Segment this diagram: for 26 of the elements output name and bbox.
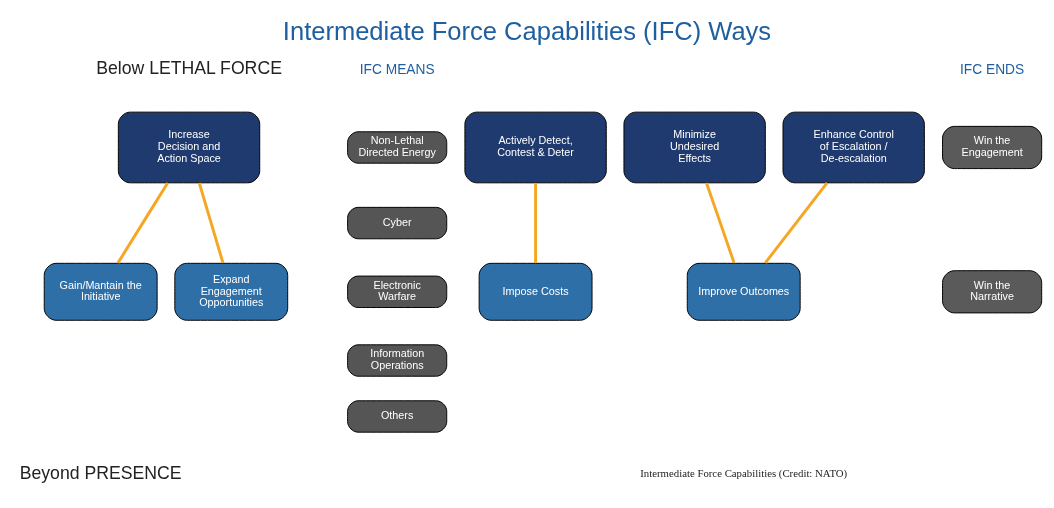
label: IFC ENDS <box>960 61 1025 77</box>
node-box: Actively Detect, Contest & Deter <box>464 111 607 184</box>
node-box: Others <box>347 400 448 433</box>
node-box: Increase Decision and Action Space <box>117 111 261 184</box>
connector <box>705 182 736 264</box>
node-box: Improve Outcomes <box>686 262 801 321</box>
caption: Intermediate Force Capabilities (Credit: NATO) <box>640 467 848 480</box>
node-box: Gain/Mantain the Initiative <box>43 262 158 321</box>
connector <box>197 182 225 264</box>
label: Below LETHAL FORCE <box>96 58 282 79</box>
connector <box>764 182 829 264</box>
node-box: Expand Engagement Opportunities <box>174 262 289 321</box>
node-box: Cyber <box>347 206 448 240</box>
node-box: Impose Costs <box>478 262 593 321</box>
node-box: Enhance Control of Escalation / De-escalation <box>782 111 925 184</box>
diagram-title: Intermediate Force Capabilities (IFC) Ways <box>282 17 772 46</box>
node-box: Minimize Undesired Effects <box>623 111 766 184</box>
connector <box>116 182 169 264</box>
node-box: Electronic Warfare <box>347 275 448 308</box>
connector <box>534 182 538 263</box>
node-box: Non-Lethal Directed Energy <box>347 131 448 164</box>
node-box: Win the Engagement <box>942 125 1043 170</box>
node-box: Win the Narrative <box>942 270 1043 314</box>
label: IFC MEANS <box>359 61 435 77</box>
label: Beyond PRESENCE <box>19 462 182 483</box>
node-box: Information Operations <box>347 344 448 377</box>
